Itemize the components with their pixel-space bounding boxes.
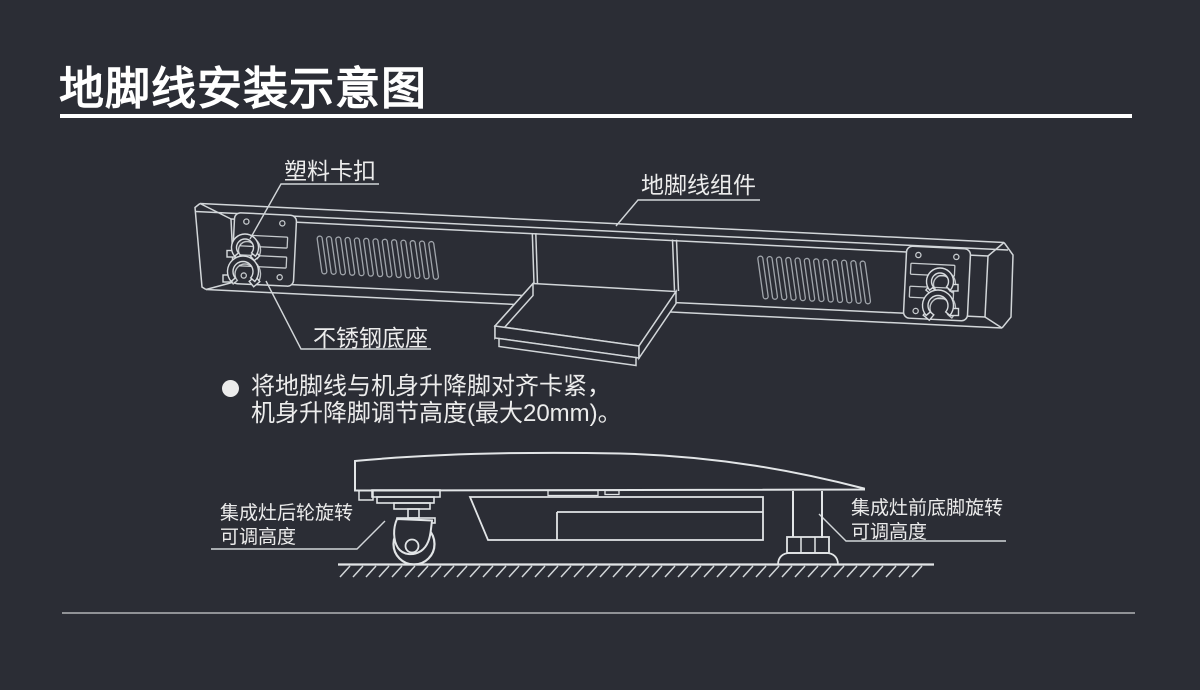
note-text: 将地脚线与机身升降脚对齐卡紧， 机身升降脚调节高度(最大20mm)。 xyxy=(251,373,622,427)
label-plastic-clip: 塑料卡扣 xyxy=(284,158,376,184)
mounting-bracket xyxy=(493,232,680,367)
label-front-foot: 集成灶前底脚旋转 可调高度 xyxy=(851,497,1003,545)
label-front-foot-line2: 可调高度 xyxy=(851,522,928,543)
title-divider xyxy=(60,114,1132,118)
vent-slots-left xyxy=(316,235,440,280)
front-foot xyxy=(777,491,839,566)
vent-slots-right xyxy=(757,255,872,305)
label-rear-wheel-line2: 可调高度 xyxy=(220,527,297,548)
stove-body xyxy=(354,451,865,541)
ground xyxy=(338,563,934,578)
leader-assembly xyxy=(615,199,760,227)
label-assembly: 地脚线组件 xyxy=(641,172,756,198)
label-rear-wheel: 集成灶后轮旋转 可调高度 xyxy=(220,502,353,550)
page-title: 地脚线安装示意图 xyxy=(59,63,428,114)
stainless-plate-left xyxy=(230,212,298,287)
leader-front-foot xyxy=(818,513,1006,542)
stainless-plate-right xyxy=(902,245,972,322)
note-bullet xyxy=(222,380,239,397)
leader-rear-wheel xyxy=(211,520,386,550)
label-rear-wheel-line1: 集成灶后轮旋转 xyxy=(220,503,354,524)
label-front-foot-line1: 集成灶前底脚旋转 xyxy=(851,498,1004,519)
ground-hatching xyxy=(339,565,923,578)
label-stainless-base: 不锈钢底座 xyxy=(313,325,428,351)
wheel-hub xyxy=(404,538,420,554)
note-line-1: 将地脚线与机身升降脚对齐卡紧， xyxy=(251,373,611,400)
leader-lines xyxy=(211,183,1006,550)
note-line-2: 机身升降脚调节高度(最大20mm)。 xyxy=(251,400,622,427)
plastic-clips-left xyxy=(222,233,262,288)
leader-stainless-base xyxy=(265,280,431,350)
plastic-clips-right xyxy=(921,267,960,322)
leader-plastic-clip xyxy=(249,183,379,240)
bottom-divider xyxy=(62,612,1135,614)
caster-wheel xyxy=(371,489,441,566)
caster-fork xyxy=(393,517,434,556)
